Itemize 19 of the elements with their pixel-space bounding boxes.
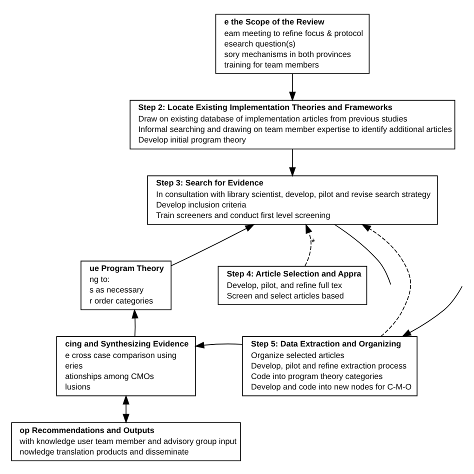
node-box: ue Program Theory ng to: s as necessary r order categories (80, 260, 172, 310)
arrow (132, 308, 138, 336)
arrow (289, 72, 296, 101)
arrow (122, 394, 130, 424)
node-box: op Recommendations and Outputs with knowledge user team member and advisory group input nowledge translation products and disseminate (11, 422, 241, 461)
arrow (194, 341, 243, 348)
node-box: cing and Synthesizing Evidence e cross case comparison using eries ationships among CMOs lusions (56, 336, 196, 396)
node-box: Step 2: Locate Existing Implementation Theories and Frameworks Draw on existing database of implementation articles from previous studies Informal searching and drawing on team member expertise to identify additional articles Develop initial program theory (130, 99, 456, 149)
arrow (170, 224, 255, 266)
connector (334, 224, 392, 284)
arrow (304, 223, 312, 266)
arrow (289, 148, 296, 176)
node-box: Step 5: Data Extraction and Organizing Organize selected articles Develop, pilot and refine extraction process Code into program theory categories Develop and code into new nodes for C-M-O (242, 336, 418, 396)
node-box: e the Scope of the Review eam meeting to refine focus & protocol esearch question(s) sory mechanisms in both provinces training for team members (215, 13, 370, 74)
arrow (401, 285, 463, 336)
edge-label: * (311, 236, 316, 248)
node-box: Step 3: Search for Evidence In consultation with library scientist, develop, pilot and revise search strategy Develop inclusion criteria Train screeners and conduct first level screening (147, 174, 438, 224)
arrow (361, 223, 412, 336)
node-box: Step 4: Article Selection and Appra Develop, pilot, and refine full tex Screen and select articles based (218, 265, 368, 304)
